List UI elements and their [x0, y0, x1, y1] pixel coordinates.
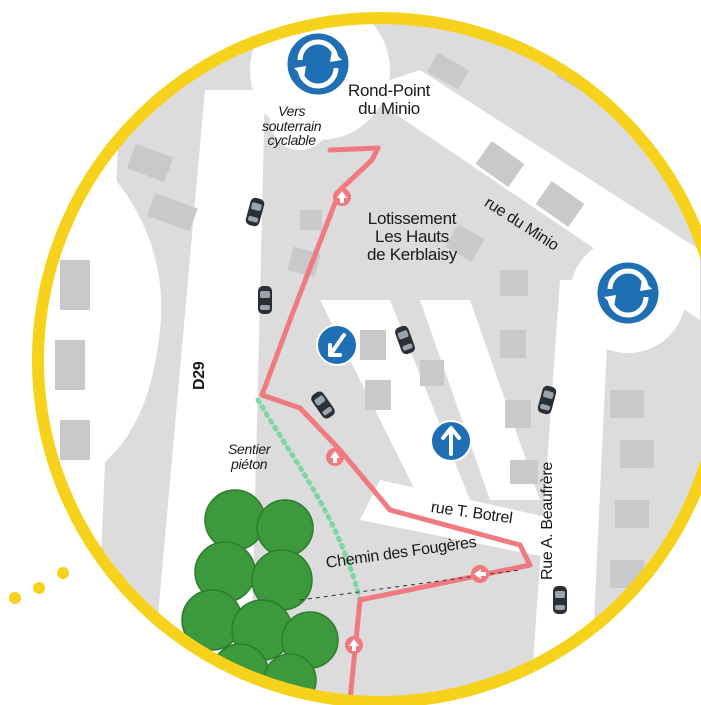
label-rond-point-line1: Rond-Point — [348, 81, 431, 100]
car-icon — [258, 286, 272, 314]
route-arrow-icon — [333, 188, 351, 206]
label-lotissement: Lotissement Les Hauts de Kerblaisy — [367, 210, 457, 264]
label-vers-souterrain: Vers souterrain cyclable — [262, 103, 322, 149]
route-arrow-icon — [471, 565, 489, 583]
buildings — [55, 51, 654, 648]
bike-route — [259, 145, 533, 702]
road-rue-a-beaufrere — [530, 280, 610, 702]
footpath-sentier — [255, 397, 363, 603]
roundabout-icon — [594, 259, 662, 327]
one-way-down-icon — [316, 324, 358, 366]
label-lotissement-line1: Lotissement — [367, 209, 457, 228]
label-lotissement-line2: Les Hauts — [375, 226, 449, 246]
label-vers-line1: Vers — [278, 103, 306, 119]
label-sentier-pieton: Sentier piéton — [228, 441, 271, 472]
label-sentier-line1: Sentier — [228, 441, 271, 457]
map-frame — [32, 12, 701, 705]
label-rond-point: Rond-Point du Minio — [348, 82, 430, 118]
one-way-up-icon — [430, 420, 472, 462]
trees — [181, 489, 339, 702]
label-rond-point-line2: du Minio — [358, 98, 420, 118]
route-arrow-icon — [345, 636, 363, 654]
car-icon — [553, 586, 567, 614]
label-d29: D29 — [191, 361, 208, 390]
route-arrow-icon — [326, 448, 344, 466]
label-lotissement-line3: de Kerblaisy — [367, 244, 457, 264]
roundabout-icon — [284, 30, 352, 98]
frame-dots — [9, 567, 69, 604]
label-vers-line2: souterrain — [262, 117, 322, 134]
road-inner-loop-2 — [420, 300, 540, 500]
label-sentier-line2: piéton — [230, 455, 268, 472]
label-rue-a-beaufrere: Rue A. Beaufrère — [539, 462, 556, 580]
label-vers-line3: cyclable — [267, 132, 316, 149]
